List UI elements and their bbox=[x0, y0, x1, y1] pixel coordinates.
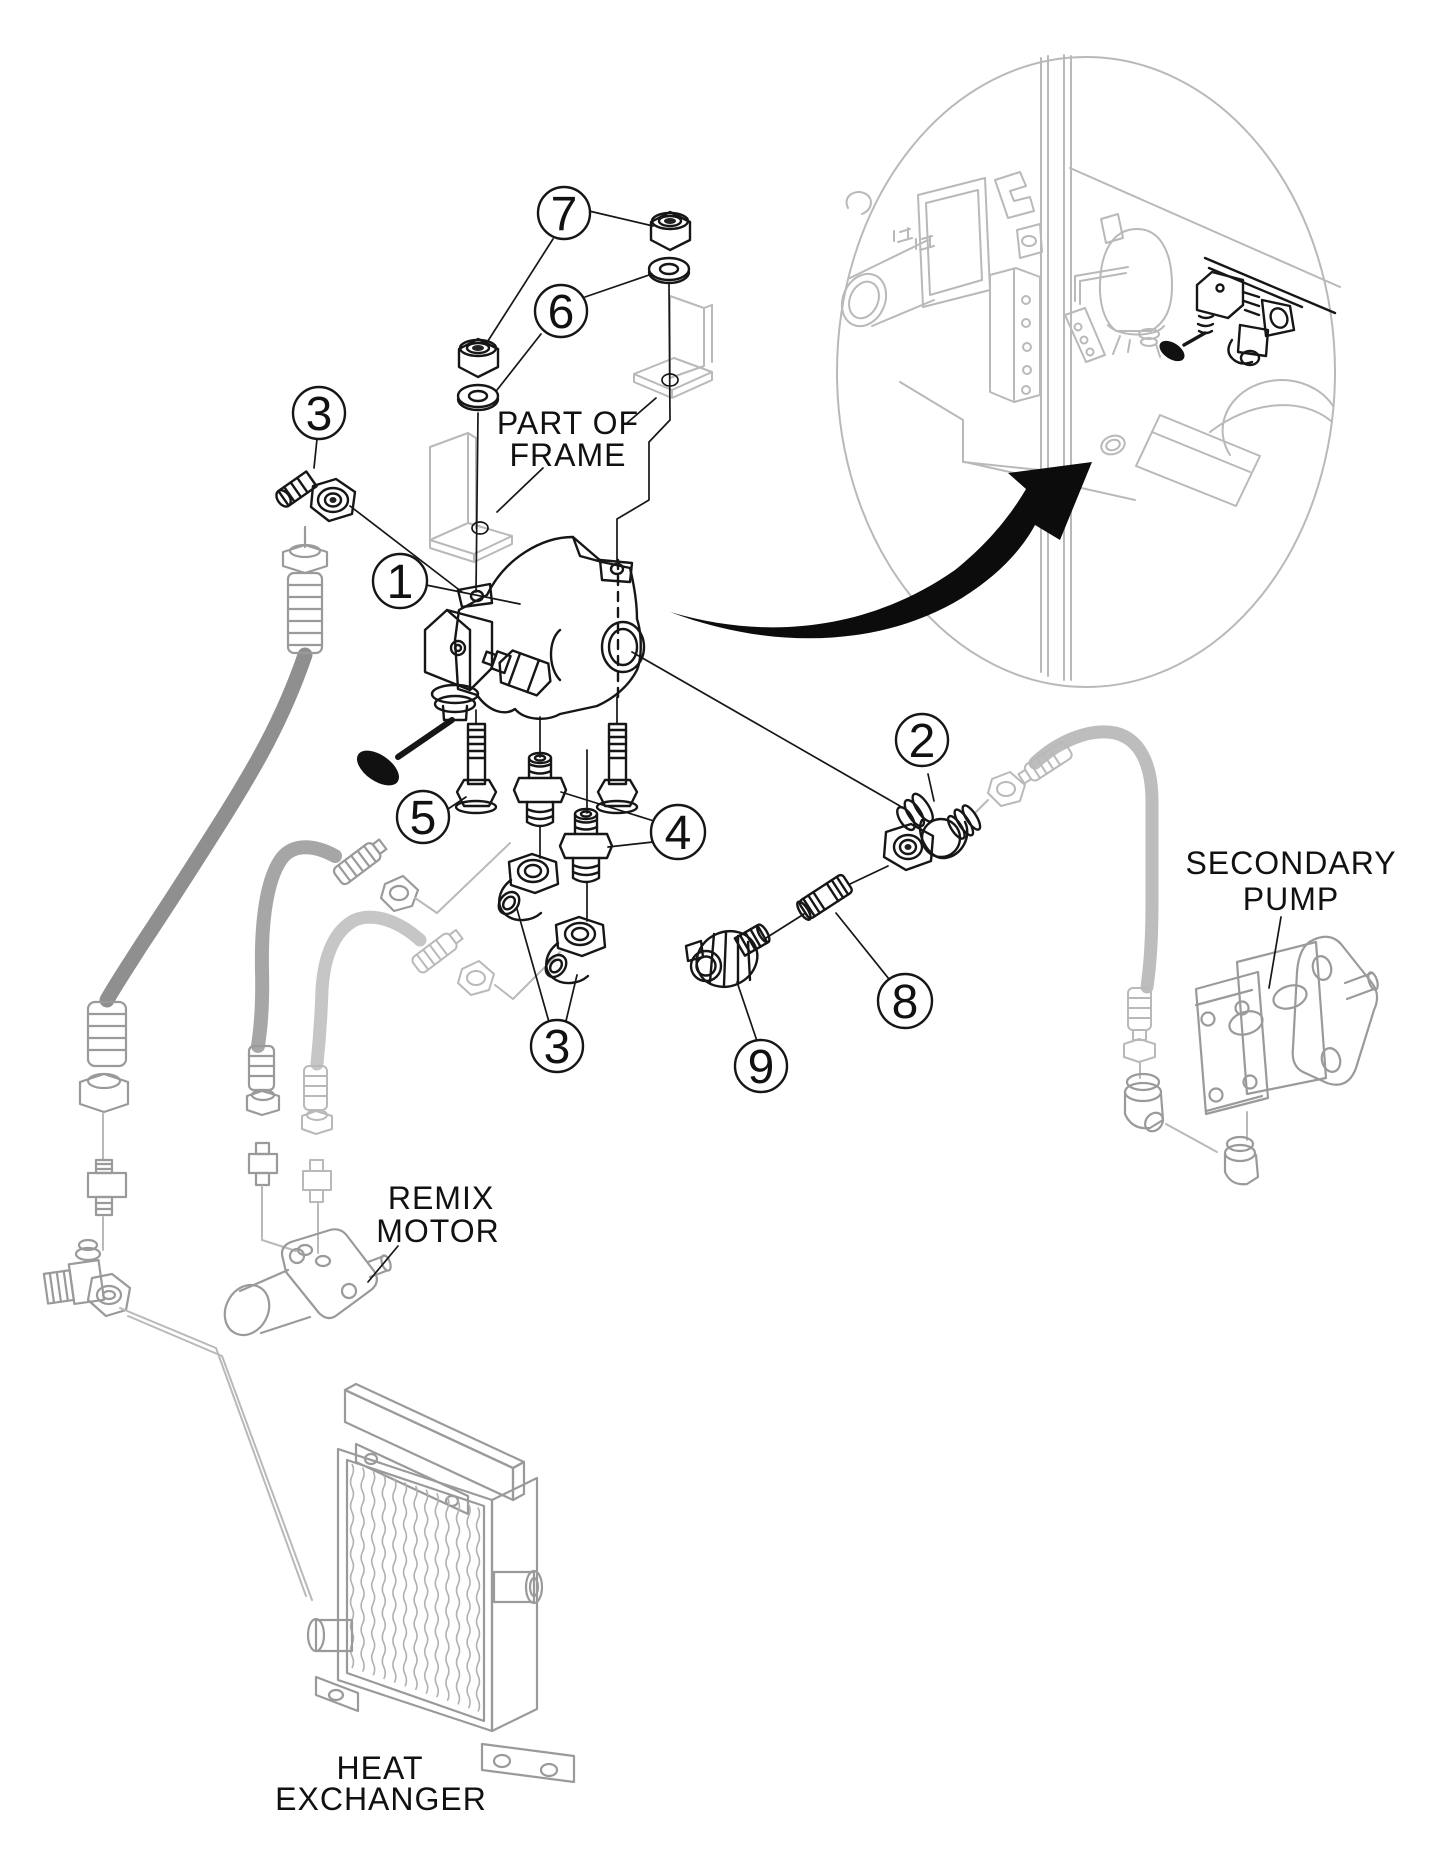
inset-left-machinery bbox=[840, 171, 1043, 471]
barb-fitting-upper bbox=[512, 751, 568, 828]
detail-zoom-arrow bbox=[670, 462, 1092, 639]
assembly-lines bbox=[349, 283, 901, 939]
elbow-fitting-top bbox=[275, 470, 357, 523]
label-secondary-pump-line2: PUMP bbox=[1243, 881, 1339, 917]
remix-motor bbox=[223, 1228, 392, 1337]
label-secondary-pump-line1: SECONDARY bbox=[1185, 845, 1396, 881]
drain-knob bbox=[684, 923, 771, 989]
callout-9: 9 bbox=[733, 1038, 789, 1094]
callout-8: 8 bbox=[876, 972, 934, 1030]
secondary-pump bbox=[1194, 935, 1379, 1116]
svg-text:8: 8 bbox=[892, 976, 919, 1029]
pump-elbow-fittings bbox=[1123, 1072, 1260, 1186]
callout-3-upper: 3 bbox=[291, 385, 347, 441]
text-labels: PART OF FRAME REMIX MOTOR SECONDARY PUMP… bbox=[275, 405, 1396, 1817]
inset-installed-valve bbox=[1159, 256, 1337, 367]
elbow-fitting-mid-upper bbox=[497, 852, 560, 922]
tee-at-heat-exchanger bbox=[42, 1238, 132, 1318]
heat-exchanger-left-port bbox=[306, 1617, 354, 1653]
callout-2: 2 bbox=[894, 712, 950, 768]
frame-bracket-right bbox=[633, 295, 713, 399]
nipple-fitting bbox=[796, 873, 853, 922]
heat-exchanger bbox=[306, 1382, 576, 1784]
heat-exchanger-fins bbox=[349, 1463, 481, 1713]
callout-1: 1 bbox=[371, 552, 429, 610]
svg-text:3: 3 bbox=[306, 388, 333, 441]
elbow-fitting-mid-lower bbox=[544, 915, 607, 985]
hose-dark-lower-fittings bbox=[42, 1000, 313, 1601]
barb-fitting-lower bbox=[558, 807, 614, 884]
svg-text:4: 4 bbox=[665, 807, 692, 860]
label-part-of-frame-line2: FRAME bbox=[510, 437, 627, 473]
svg-text:2: 2 bbox=[909, 715, 936, 768]
inset-lower-right-shapes bbox=[964, 167, 1341, 507]
washer-right bbox=[647, 256, 691, 285]
svg-text:9: 9 bbox=[748, 1041, 775, 1094]
hose-medium-to-remix-motor bbox=[251, 840, 342, 1053]
washer-left bbox=[456, 383, 500, 412]
detail-inset-circle bbox=[836, 54, 1341, 688]
hose-dark-to-heat-exchanger bbox=[99, 647, 313, 1008]
label-part-of-frame-line1: PART OF bbox=[497, 405, 639, 441]
hose-light-fittings bbox=[301, 928, 561, 1254]
callout-7: 7 bbox=[536, 185, 592, 241]
label-remix-motor-line1: REMIX bbox=[388, 1180, 494, 1216]
hose-return-to-pump bbox=[1028, 725, 1159, 994]
frame-post bbox=[1040, 54, 1072, 681]
callout-3-lower: 3 bbox=[529, 1018, 585, 1074]
callout-4: 4 bbox=[649, 803, 707, 861]
heat-exchanger-right-port bbox=[492, 1569, 544, 1605]
callouts: 1 2 3 3 4 5 6 7 bbox=[291, 185, 950, 1094]
svg-text:1: 1 bbox=[387, 556, 414, 609]
hex-bolt-right bbox=[595, 722, 639, 815]
callout-6: 6 bbox=[533, 283, 589, 339]
hose-return-fittings bbox=[975, 741, 1156, 1079]
leader-lines bbox=[313, 210, 1282, 1283]
locknut-left bbox=[457, 337, 500, 379]
hose-dark-upper-fitting bbox=[281, 525, 329, 655]
hose-medium-fittings bbox=[245, 838, 511, 1252]
svg-text:6: 6 bbox=[548, 286, 575, 339]
label-heat-exchanger-line2: EXCHANGER bbox=[275, 1781, 487, 1817]
callout-5: 5 bbox=[395, 789, 451, 845]
main-valve-assembly bbox=[356, 535, 646, 786]
svg-text:3: 3 bbox=[544, 1021, 571, 1074]
hex-bolt-left bbox=[454, 722, 498, 815]
inset-accumulator-tank bbox=[1064, 213, 1173, 363]
hose-light-to-remix-motor bbox=[310, 910, 427, 1071]
locknut-right bbox=[649, 210, 692, 252]
svg-text:7: 7 bbox=[551, 188, 578, 241]
svg-text:5: 5 bbox=[410, 792, 437, 845]
tee-fitting bbox=[882, 792, 982, 872]
label-remix-motor-line2: MOTOR bbox=[376, 1213, 500, 1249]
label-heat-exchanger-line1: HEAT bbox=[337, 1750, 424, 1786]
frame-bracket-center bbox=[429, 432, 513, 563]
